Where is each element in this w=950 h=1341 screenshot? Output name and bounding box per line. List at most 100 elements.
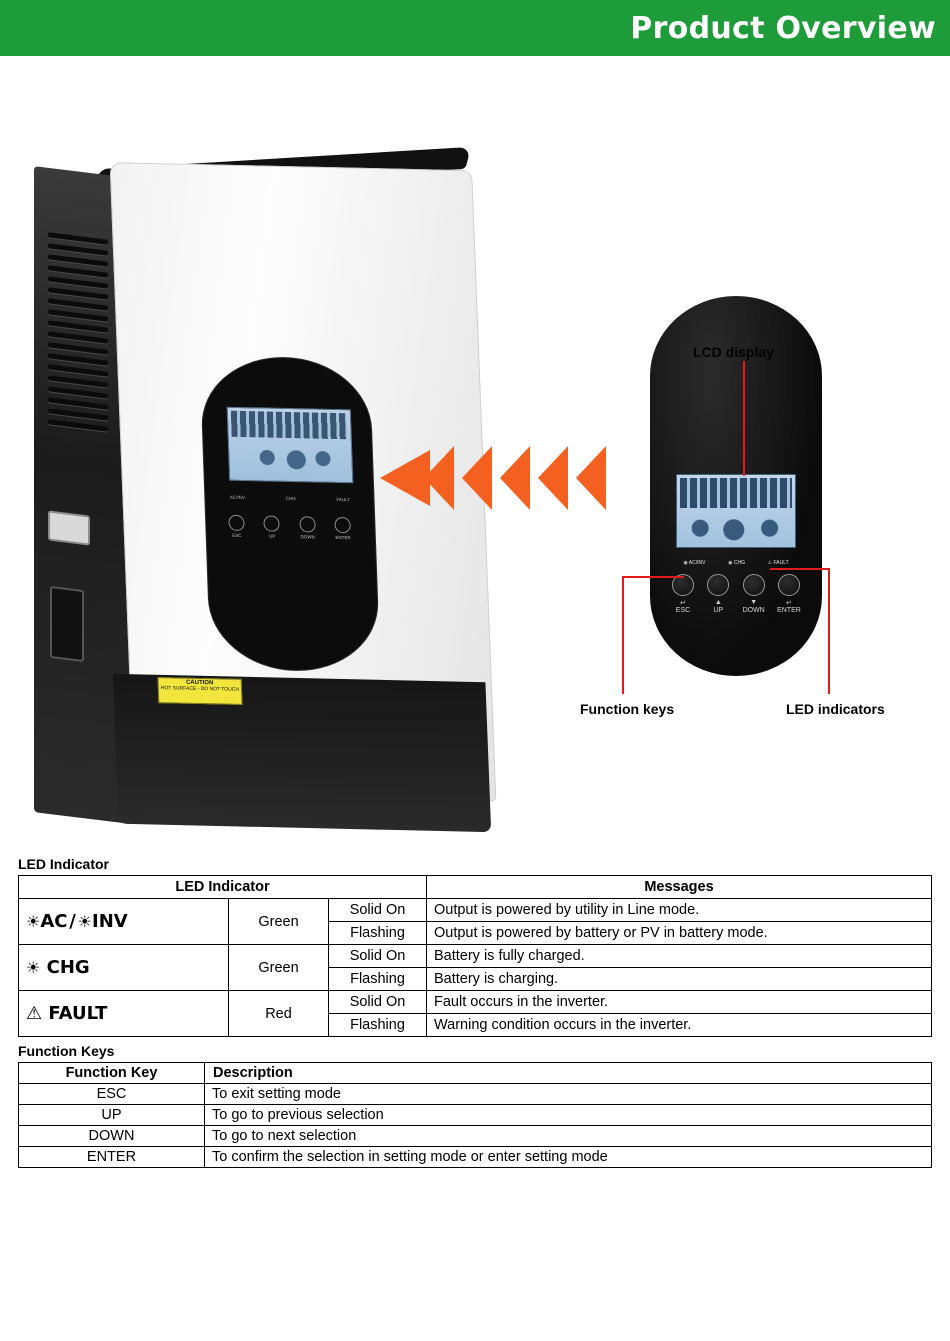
key-enter-small-label: ENTER xyxy=(335,534,351,541)
chevron-left-arrows xyxy=(380,446,620,516)
product-illustration: AC/INV CHG FAULT ESC UP DOWN ENTER CAUTI… xyxy=(0,56,950,856)
fk-key-up: UP xyxy=(18,1104,205,1126)
fk-key-esc: ESC xyxy=(18,1083,205,1105)
header-background xyxy=(0,0,950,56)
led-color-ac-inv: Green xyxy=(228,898,329,945)
led-state-fault-solid: Solid On xyxy=(328,990,427,1014)
fk-desc-down: To go to next selection xyxy=(204,1125,932,1147)
fk-desc-enter: To confirm the selection in setting mode… xyxy=(204,1146,932,1168)
key-esc-small-label: ESC xyxy=(232,532,242,538)
table-row: ENTER To confirm the selection in settin… xyxy=(18,1146,932,1168)
key-up-small[interactable]: UP xyxy=(261,515,284,555)
key-up-symbol: ▲ xyxy=(714,599,722,606)
caution-sub-label: HOT SURFACE - DO NOT TOUCH xyxy=(160,685,240,693)
key-down[interactable]: ▼ DOWN xyxy=(739,574,769,624)
table-header-row: LED Indicator Messages xyxy=(18,875,932,899)
led-message-chg-solid: Battery is fully charged. xyxy=(426,944,932,968)
inverter-led-row-small: AC/INV CHG FAULT xyxy=(230,491,351,506)
function-keys-section-title: Function Keys xyxy=(18,1043,115,1059)
key-esc-small[interactable]: ESC xyxy=(225,514,248,555)
leader-line-fn-horizontal xyxy=(622,576,684,578)
led-label-fault-small: FAULT xyxy=(336,496,351,502)
led-indicator-row: ◉ AC/INV ◉ CHG ⚠ FAULT xyxy=(672,556,800,570)
leader-line-fn-vertical xyxy=(622,576,624,694)
key-enter[interactable]: ↵ ENTER xyxy=(774,574,804,624)
table-row: ☀ CHG Green Solid On Battery is fully ch… xyxy=(18,944,932,991)
hand-pointer-icon xyxy=(22,4,56,53)
led-state-chg-solid: Solid On xyxy=(328,944,427,968)
fk-header-key: Function Key xyxy=(18,1062,205,1084)
caution-sticker: CAUTION HOT SURFACE - DO NOT TOUCH xyxy=(157,677,243,705)
fk-desc-up: To go to previous selection xyxy=(204,1104,932,1126)
key-down-label: DOWN xyxy=(742,607,765,614)
fk-key-down: DOWN xyxy=(18,1125,205,1147)
led-message-fault-flash: Warning condition occurs in the inverter… xyxy=(426,1013,932,1037)
inverter-key-row-small: ESC UP DOWN ENTER xyxy=(225,514,355,558)
key-esc-symbol: ↵ xyxy=(680,600,686,607)
led-state-ac-inv-solid: Solid On xyxy=(328,898,427,922)
table-row: Flashing Output is powered by battery or… xyxy=(19,921,932,945)
led-label-chg-small: CHG xyxy=(285,495,296,501)
led-message-fault-solid: Fault occurs in the inverter. xyxy=(426,990,932,1014)
key-down-small[interactable]: DOWN xyxy=(296,516,319,556)
table-row: UP To go to previous selection xyxy=(18,1104,932,1126)
led-state-fault-flash: Flashing xyxy=(328,1013,427,1037)
led-chg: ◉ CHG xyxy=(728,560,745,566)
led-message-ac-inv-solid: Output is powered by utility in Line mod… xyxy=(426,898,932,922)
key-up-label: UP xyxy=(713,607,724,614)
table-header-row: Function Key Description xyxy=(18,1062,932,1084)
leader-line-led-vertical xyxy=(828,568,830,694)
table-row: ESC To exit setting mode xyxy=(18,1083,932,1105)
key-down-symbol: ▼ xyxy=(750,599,758,606)
led-message-ac-inv-flash: Output is powered by battery or PV in ba… xyxy=(426,921,932,945)
leader-line-led-horizontal xyxy=(770,568,830,570)
led-color-fault: Red xyxy=(228,990,329,1037)
led-ac-inv: ◉ AC/INV xyxy=(683,560,706,566)
led-fault-label: FAULT xyxy=(773,560,789,566)
sun-icon: ☀ xyxy=(26,958,41,977)
key-enter-label: ENTER xyxy=(777,607,801,614)
led-fault: ⚠ FAULT xyxy=(767,560,789,566)
fk-desc-esc: To exit setting mode xyxy=(204,1083,932,1105)
key-esc[interactable]: ↵ ESC xyxy=(668,574,698,624)
rj45-port xyxy=(48,510,90,546)
led-header-messages: Messages xyxy=(426,875,932,899)
led-section-title: LED Indicator xyxy=(18,856,110,872)
table-row: DOWN To go to next selection xyxy=(18,1125,932,1147)
key-enter-small[interactable]: ENTER xyxy=(331,516,354,557)
key-down-small-label: DOWN xyxy=(300,534,315,540)
ventilation-grille xyxy=(48,232,108,449)
led-symbol-fault: ⚠ FAULT xyxy=(18,990,229,1037)
table-row: Flashing Warning condition occurs in the… xyxy=(19,1013,932,1037)
warning-triangle-icon: ⚠ xyxy=(26,1003,43,1024)
inverter-lcd-small xyxy=(226,406,354,484)
function-keys-table: Function Key Description ESC To exit set… xyxy=(18,1062,932,1168)
led-state-ac-inv-flash: Flashing xyxy=(328,921,427,945)
fk-key-enter: ENTER xyxy=(18,1146,205,1168)
lcd-display-zoom xyxy=(676,474,796,548)
led-label-ac-inv-small: AC/INV xyxy=(229,494,246,500)
led-indicator-table: LED Indicator Messages ☀AC / ☀INV Green … xyxy=(18,875,932,1037)
sun-icon: ☀ xyxy=(26,912,41,931)
leader-line-lcd xyxy=(743,361,745,476)
callout-function-keys: Function keys xyxy=(580,701,675,717)
key-esc-label: ESC xyxy=(675,607,691,614)
led-chg-label: CHG xyxy=(733,560,745,566)
led-symbol-ac-inv: ☀AC / ☀INV xyxy=(18,898,229,945)
key-up[interactable]: ▲ UP xyxy=(703,574,733,624)
table-row: ☀AC / ☀INV Green Solid On Output is powe… xyxy=(18,898,932,945)
led-ac-inv-label: AC/INV xyxy=(688,560,706,566)
led-header-indicator: LED Indicator xyxy=(18,875,427,899)
fk-header-description: Description xyxy=(204,1062,932,1084)
callout-lcd-display: LCD display xyxy=(693,344,774,360)
key-enter-symbol: ↵ xyxy=(786,600,792,607)
led-symbol-chg: ☀ CHG xyxy=(18,944,229,991)
led-state-chg-flash: Flashing xyxy=(328,967,427,991)
page-title: Product Overview xyxy=(630,10,936,46)
terminal-cover xyxy=(50,585,84,663)
page-header: Product Overview xyxy=(0,0,950,56)
sun-icon: ☀ xyxy=(77,912,92,931)
table-row: ⚠ FAULT Red Solid On Fault occurs in the… xyxy=(18,990,932,1037)
callout-led-indicators: LED indicators xyxy=(786,701,885,717)
